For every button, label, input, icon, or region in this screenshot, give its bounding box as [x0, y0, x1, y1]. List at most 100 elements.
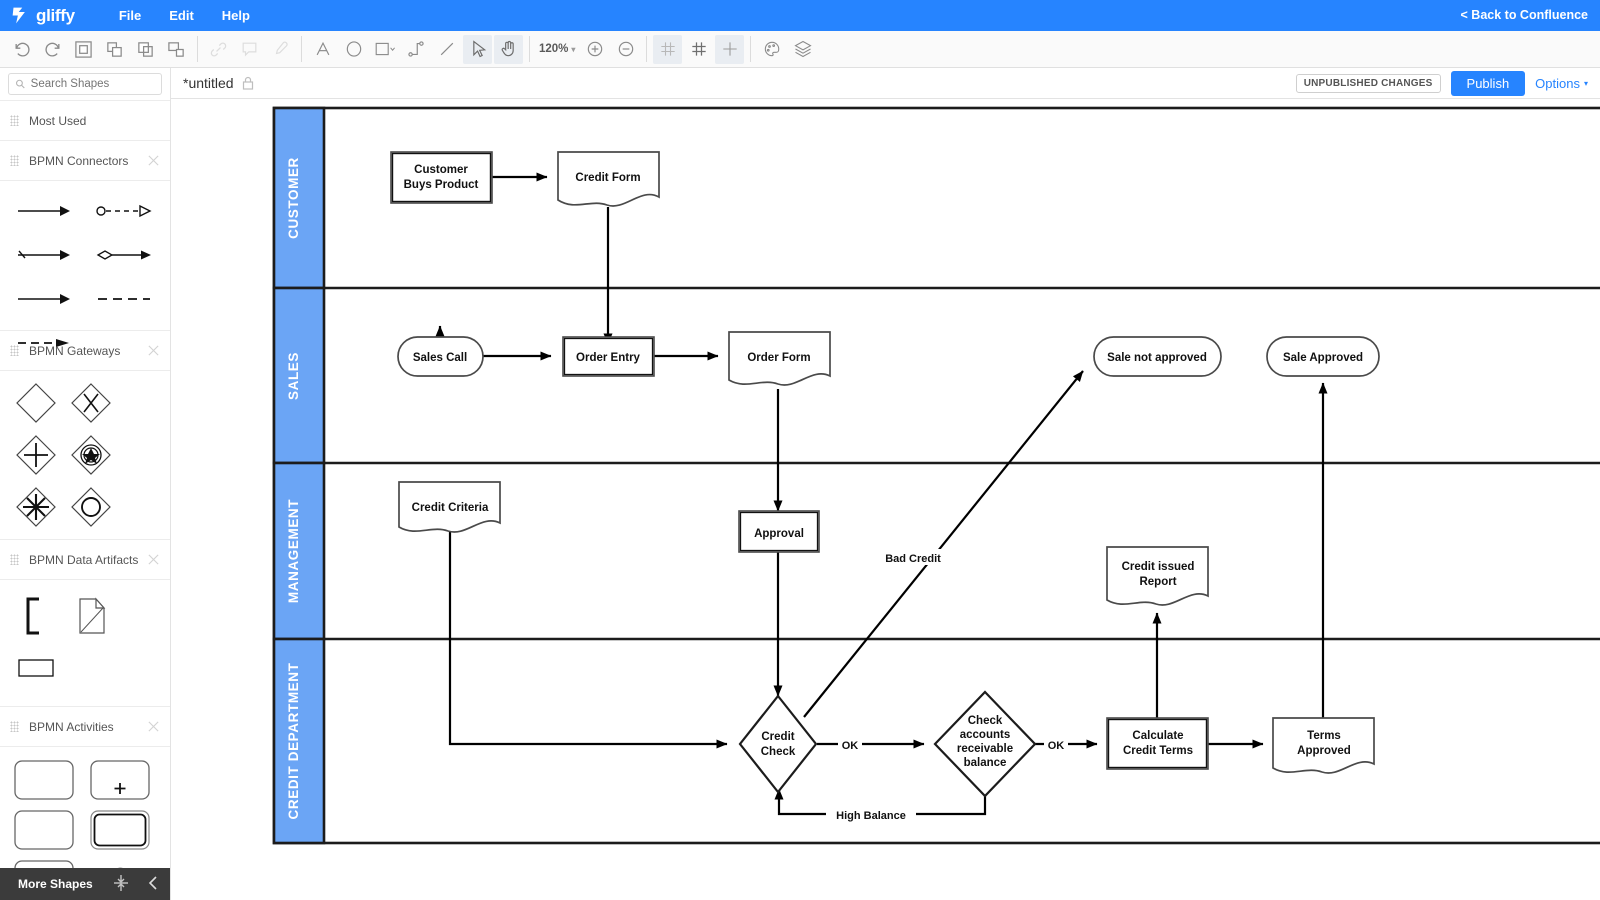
text-tool-icon[interactable]	[308, 35, 337, 64]
node-credit-check[interactable]: Credit Check	[738, 694, 818, 794]
node-order-form[interactable]: Order Form	[728, 331, 831, 386]
node-credit-form[interactable]: Credit Form	[557, 151, 660, 207]
search-input[interactable]	[30, 78, 155, 90]
shape-gateway-parallel[interactable]	[8, 429, 63, 481]
menu-item-help[interactable]: Help	[221, 8, 250, 23]
node-credit-criteria[interactable]: Credit Criteria	[398, 481, 501, 533]
show-grid-icon[interactable]	[684, 35, 713, 64]
zoom-out-icon[interactable]	[611, 35, 640, 64]
sidebar-section-most-used[interactable]: Most Used	[0, 101, 170, 141]
send-backward-icon[interactable]	[162, 35, 191, 64]
shape-dashed-line[interactable]	[84, 277, 164, 321]
close-icon[interactable]	[147, 720, 160, 733]
menu-item-file[interactable]: File	[118, 8, 142, 23]
node-sale-approved[interactable]: Sale Approved	[1266, 336, 1380, 377]
shape-gateway-complex[interactable]	[8, 481, 63, 533]
lane-header-sales[interactable]: SALES	[272, 286, 326, 465]
shape-solid-arrow-2[interactable]	[4, 277, 84, 321]
undo-icon[interactable]	[7, 35, 36, 64]
elbow-connector-icon[interactable]	[401, 35, 430, 64]
ellipse-tool-icon[interactable]	[339, 35, 368, 64]
back-to-confluence-link[interactable]: < Back to Confluence	[1460, 8, 1588, 22]
link-icon[interactable]	[204, 35, 233, 64]
lane-label-sales: SALES	[286, 352, 301, 400]
node-sale-not-approved[interactable]: Sale not approved	[1093, 336, 1222, 377]
node-order-entry[interactable]: Order Entry	[562, 336, 655, 377]
close-icon[interactable]	[147, 154, 160, 167]
document-title[interactable]: *untitled	[183, 75, 234, 91]
shape-task-plain[interactable]	[6, 755, 82, 805]
shape-task-subprocess[interactable]	[82, 755, 158, 805]
lane-header-credit-department[interactable]: CREDIT DEPARTMENT	[272, 637, 326, 845]
shape-gateway-inclusive[interactable]	[63, 481, 118, 533]
close-icon[interactable]	[147, 344, 160, 357]
shape-circle-dashed-open-arrow[interactable]	[84, 189, 164, 233]
close-icon[interactable]	[147, 553, 160, 566]
chevron-left-icon[interactable]	[147, 875, 159, 891]
node-label-line1: Credit	[761, 731, 794, 743]
diagram-canvas[interactable]: CUSTOMER SALES MANAGEMENT CREDIT DEPARTM…	[171, 99, 1600, 900]
shape-bracket-artifact[interactable]	[8, 590, 63, 642]
node-label: Credit Criteria	[412, 502, 489, 514]
node-label-line2: Credit Terms	[1123, 745, 1193, 757]
redo-icon[interactable]	[38, 35, 67, 64]
node-sales-call[interactable]: Sales Call	[397, 336, 484, 377]
node-credit-issued-report[interactable]: Credit issued Report	[1106, 546, 1209, 606]
sidebar-section-bpmn-connectors[interactable]: BPMN Connectors	[0, 141, 170, 181]
shape-diamond-arrow[interactable]	[84, 233, 164, 277]
guides-icon[interactable]	[715, 34, 745, 64]
bring-forward-icon[interactable]	[131, 35, 160, 64]
more-shapes-bar[interactable]: More Shapes	[0, 868, 170, 900]
lane-label-customer: CUSTOMER	[286, 157, 301, 239]
expand-collapse-icon[interactable]	[113, 874, 129, 892]
shape-solid-arrow[interactable]	[4, 189, 84, 233]
shape-tick-arrow[interactable]	[4, 233, 84, 277]
line-tool-icon[interactable]	[432, 35, 461, 64]
node-label-line2: Report	[1139, 576, 1176, 588]
shape-data-object-artifact[interactable]	[63, 590, 118, 642]
search-shapes-box[interactable]	[8, 73, 162, 95]
node-label-line1: Terms	[1307, 730, 1341, 742]
lane-header-management[interactable]: MANAGEMENT	[272, 461, 326, 641]
comment-icon[interactable]	[235, 35, 264, 64]
pointer-tool-icon[interactable]	[463, 34, 492, 64]
shape-task-rounded[interactable]	[6, 805, 82, 855]
snap-to-grid-icon[interactable]	[653, 34, 683, 64]
hand-tool-icon[interactable]	[494, 34, 523, 64]
drag-grip-icon	[10, 115, 19, 126]
sidebar-section-bpmn-data-artifacts[interactable]: BPMN Data Artifacts	[0, 540, 170, 580]
node-approval[interactable]: Approval	[738, 510, 820, 553]
shape-task-call-activity[interactable]	[82, 805, 158, 855]
shape-gateway-exclusive[interactable]	[63, 377, 118, 429]
lock-icon[interactable]	[242, 76, 254, 90]
node-check-accounts-receivable-balance[interactable]: Check accounts receivable balance	[933, 690, 1037, 798]
shape-gateway-plain[interactable]	[8, 377, 63, 429]
zoom-level-selector[interactable]: 120% ▾	[535, 43, 579, 55]
publish-button[interactable]: Publish	[1450, 70, 1526, 96]
edge-credit-check-to-sale-not-approved	[803, 370, 1084, 718]
sidebar-section-bpmn-gateways[interactable]: BPMN Gateways	[0, 331, 170, 371]
menu-item-edit[interactable]: Edit	[169, 8, 194, 23]
shape-annotation-artifact[interactable]	[8, 642, 63, 694]
node-calculate-credit-terms[interactable]: Calculate Credit Terms	[1106, 717, 1209, 770]
shape-dashed-arrow[interactable]	[4, 321, 84, 365]
drag-grip-icon	[10, 345, 19, 356]
sidebar-section-bpmn-activities[interactable]: BPMN Activities	[0, 707, 170, 747]
zoom-in-icon[interactable]	[580, 35, 609, 64]
document-header: *untitled UNPUBLISHED CHANGES Publish Op…	[171, 68, 1600, 99]
layers-icon[interactable]	[788, 35, 817, 64]
send-to-back-icon[interactable]	[100, 35, 129, 64]
lane-header-customer[interactable]: CUSTOMER	[272, 106, 326, 290]
node-terms-approved[interactable]: Terms Approved	[1272, 717, 1375, 774]
node-customer-buys-product[interactable]: Customer Buys Product	[390, 151, 493, 204]
theme-icon[interactable]	[757, 35, 786, 64]
shape-gateway-event-based[interactable]	[63, 429, 118, 481]
eyedropper-icon[interactable]	[266, 35, 295, 64]
rectangle-tool-icon[interactable]	[370, 35, 399, 64]
drag-grip-icon	[10, 155, 19, 166]
gliffy-logo-icon	[12, 7, 25, 24]
chevron-down-icon: ▾	[571, 44, 576, 54]
bring-to-front-icon[interactable]	[69, 35, 98, 64]
gliffy-logo[interactable]: gliffy	[10, 5, 75, 26]
options-button[interactable]: Options ▾	[1535, 76, 1588, 91]
